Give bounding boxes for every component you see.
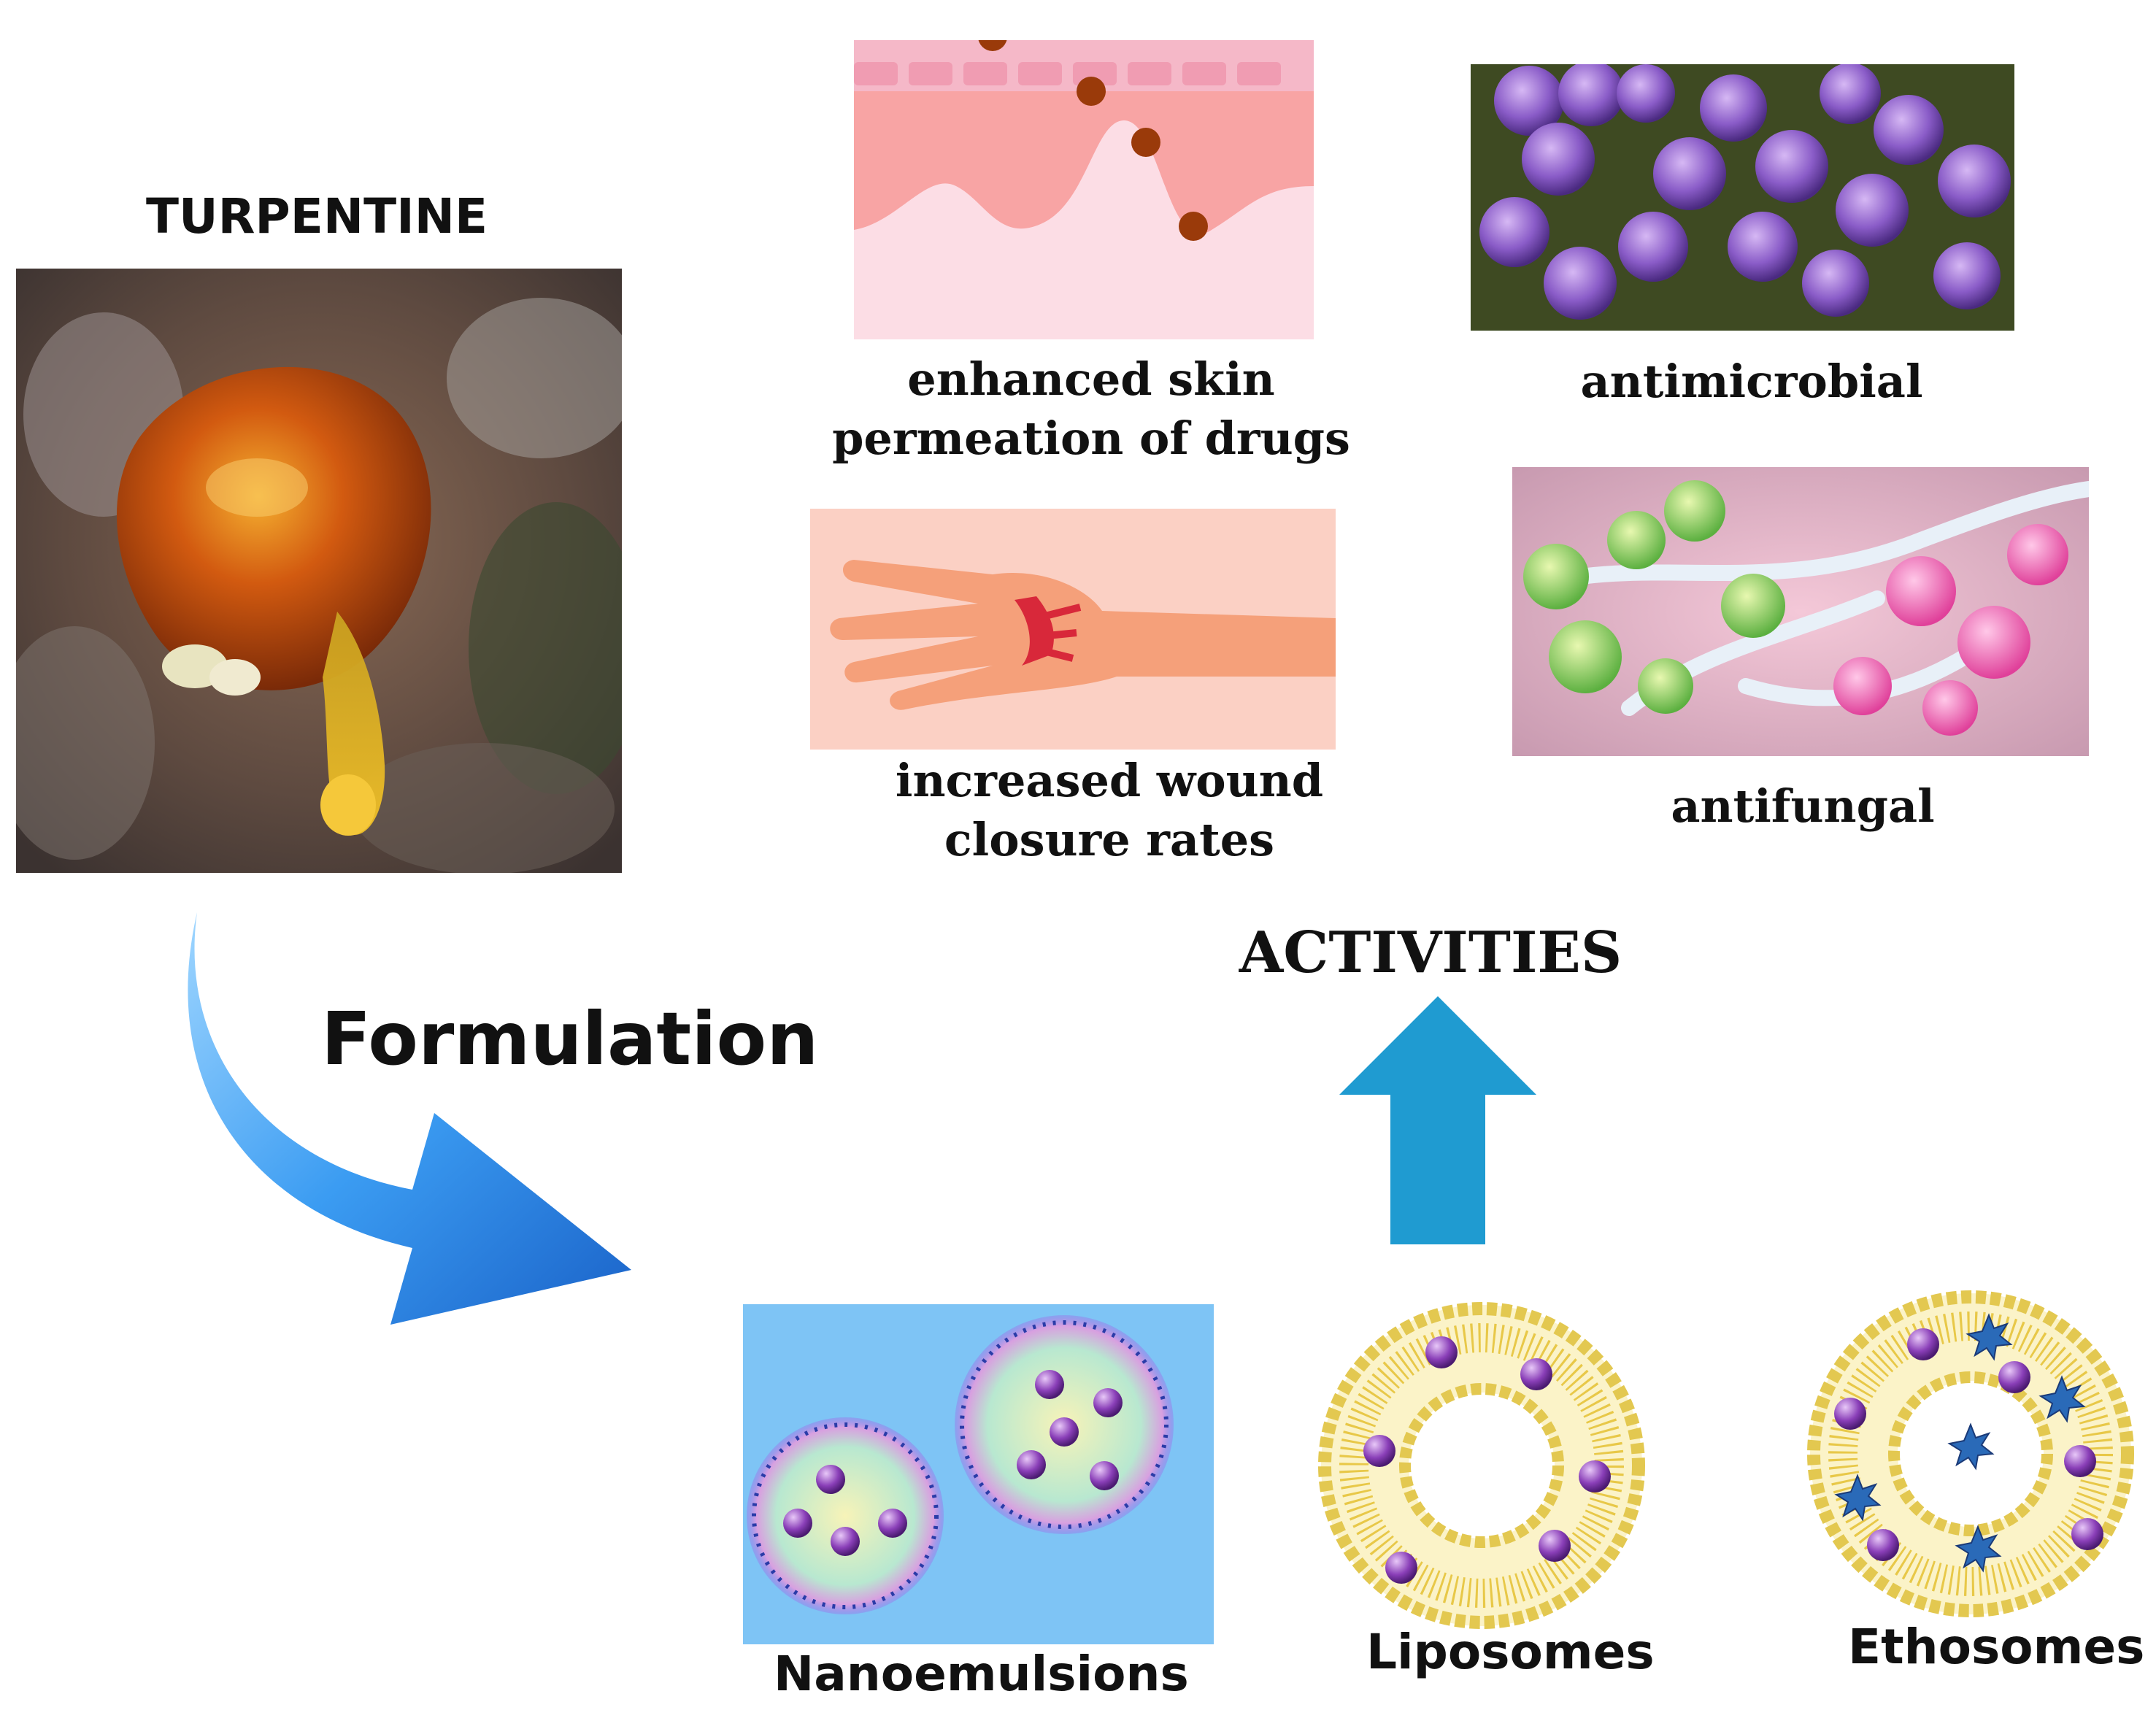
nanoemulsions-label: Nanoemulsions xyxy=(774,1646,1189,1702)
antifungal-fungi-image xyxy=(1512,467,2089,756)
antimicrobial-label: antimicrobial xyxy=(1580,355,1923,408)
turpentine-resin-image xyxy=(16,269,622,873)
skin-permeation-label-line2: permeation of drugs xyxy=(832,411,1350,465)
wound-closure-label: increased wound closure rates xyxy=(817,752,1401,869)
formulation-label: Formulation xyxy=(321,996,819,1082)
curved-arrow-icon xyxy=(172,905,646,1328)
skin-permeation-label-line1: enhanced skin xyxy=(907,353,1275,406)
skin-permeation-label: enhanced skin permeation of drugs xyxy=(788,350,1394,468)
up-arrow-icon xyxy=(1339,996,1536,1244)
wound-closure-label-line1: increased wound xyxy=(895,754,1324,807)
ethosomes-image xyxy=(1803,1286,2138,1622)
liposomes-label: Liposomes xyxy=(1366,1624,1655,1680)
turpentine-title: TURPENTINE xyxy=(146,188,488,244)
ethosomes-label: Ethosomes xyxy=(1848,1619,2145,1675)
skin-permeation-image xyxy=(854,40,1314,339)
nanoemulsions-image xyxy=(743,1304,1214,1644)
wound-closure-image xyxy=(810,509,1336,750)
antifungal-label: antifungal xyxy=(1671,779,1935,833)
antimicrobial-bacteria-image xyxy=(1471,64,2014,331)
activities-heading: ACTIVITIES xyxy=(1239,920,1622,986)
wound-closure-label-line2: closure rates xyxy=(944,812,1275,866)
liposomes-image xyxy=(1314,1298,1649,1633)
